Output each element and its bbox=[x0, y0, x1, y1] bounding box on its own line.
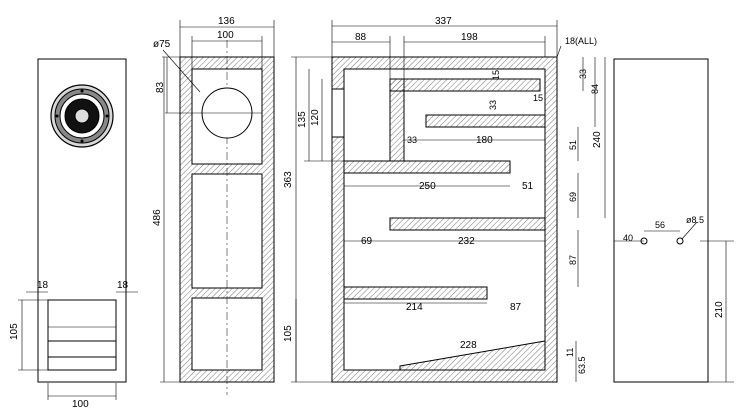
dim-len-228: 228 bbox=[460, 340, 477, 351]
dim-top-left: 88 bbox=[355, 32, 367, 43]
dim-r51: 51 bbox=[568, 140, 578, 150]
speaker-driver-icon bbox=[50, 84, 114, 148]
dim-term-56: 56 bbox=[655, 220, 665, 230]
bottom-ramp bbox=[399, 340, 546, 371]
dim-depth-135: 135 bbox=[297, 111, 308, 128]
dim-len-51a: 51 bbox=[522, 181, 534, 192]
rear-panel bbox=[613, 58, 709, 383]
dim-side-right: 18 bbox=[117, 280, 129, 291]
dim-t15a: 15 bbox=[491, 70, 501, 80]
dim-len-250: 250 bbox=[419, 181, 436, 192]
dim-r87: 87 bbox=[568, 255, 578, 265]
dim-internal-width: 337 bbox=[435, 16, 452, 27]
dim-section-inner: 100 bbox=[217, 30, 234, 41]
section-view: ø75 136 100 83 486 bbox=[152, 16, 275, 395]
dim-total-height: 486 bbox=[152, 209, 163, 226]
dim-section-width: 136 bbox=[218, 16, 235, 27]
dim-port-width: 100 bbox=[72, 399, 89, 410]
bass-port bbox=[47, 299, 117, 371]
dim-r240: 240 bbox=[592, 131, 603, 148]
driver-cutout bbox=[331, 88, 345, 138]
terminal-hole-right-icon bbox=[676, 237, 684, 245]
dim-len-232: 232 bbox=[458, 236, 475, 247]
dim-term-40: 40 bbox=[623, 233, 633, 243]
front-panel bbox=[37, 58, 127, 383]
dim-r11: 11 bbox=[565, 348, 575, 357]
dim-thickness-all: 18(ALL) bbox=[565, 36, 597, 46]
dim-term-dia: ø8.5 bbox=[686, 215, 704, 225]
dim-depth-120: 120 bbox=[310, 109, 321, 126]
dim-len-87a: 87 bbox=[510, 302, 522, 313]
front-view: 18 18 105 100 bbox=[9, 58, 138, 410]
dim-len-214: 214 bbox=[406, 302, 423, 313]
dim-r84: 84 bbox=[590, 84, 600, 94]
dim-len-69a: 69 bbox=[361, 236, 373, 247]
dim-driver-diameter: ø75 bbox=[153, 39, 171, 50]
dim-term-height: 210 bbox=[714, 301, 725, 318]
dim-len-180: 180 bbox=[476, 135, 493, 146]
dim-t33a: 33 bbox=[488, 100, 498, 110]
baffle-vertical bbox=[343, 78, 546, 300]
dim-port-height: 105 bbox=[9, 323, 20, 340]
dim-r33: 33 bbox=[578, 69, 588, 79]
internal-view: 337 88 198 18(ALL) 363 135 120 15 33 15 … bbox=[283, 16, 606, 383]
dim-t15b: 15 bbox=[533, 93, 543, 103]
dim-top-span: 198 bbox=[461, 32, 478, 43]
dim-r63-5: 63.5 bbox=[577, 356, 587, 374]
dim-r69: 69 bbox=[568, 192, 578, 202]
dim-bottom-105: 105 bbox=[283, 325, 294, 342]
dim-internal-height: 363 bbox=[283, 171, 294, 188]
dim-driver-offset: 83 bbox=[155, 81, 166, 93]
rear-view: 40 56 ø8.5 210 bbox=[613, 58, 734, 383]
dim-side-left: 18 bbox=[37, 280, 49, 291]
